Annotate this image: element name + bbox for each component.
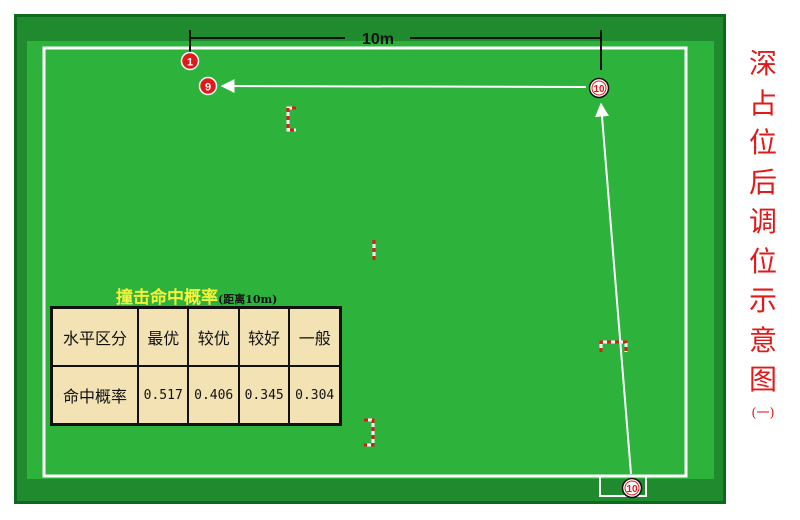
value-cell: 0.406 [187,365,240,426]
side-title-char: 占 [748,86,777,120]
probability-table: 水平区分 最优 较优 较好 一般 命中概率 0.517 0.406 0.345 … [50,306,342,426]
table-title-text: 撞击命中概率 [116,288,218,308]
table-title: 撞击命中概率(距离10m) [116,283,277,308]
hoop-marker-4 [364,418,375,447]
table-header-row: 水平区分 最优 较优 较好 一般 [50,306,342,367]
side-title-char: 后 [748,165,777,199]
svg-text:10: 10 [626,484,638,495]
side-title-char: 示 [748,284,777,317]
player-10-bottom: 10 [621,477,643,499]
sideline-boundary [42,46,688,478]
value-cell: 0.517 [136,365,190,426]
row-label-cell: 命中概率 [50,365,139,426]
hoop-marker-3 [599,340,628,352]
pass-arrow [220,79,587,94]
header-cell: 一般 [288,306,342,367]
goal-box [599,475,647,497]
svg-text:10: 10 [593,84,605,95]
distance-label: 10m [362,31,394,48]
side-title-suffix: (一) [751,405,775,421]
value-cell: 0.304 [288,365,342,426]
header-cell: 较好 [237,306,291,367]
svg-text:1: 1 [187,57,193,69]
run-arrow [595,102,632,475]
side-title-char: 位 [748,244,777,278]
header-cell: 较优 [187,306,240,367]
header-cell: 水平区分 [50,306,139,367]
side-title-char: 调 [748,205,777,238]
svg-text:9: 9 [205,82,211,94]
side-title-char: 深 [748,47,777,80]
side-title-char: 意 [748,323,777,357]
side-title-char: 图 [748,363,777,396]
player-9: 9 [198,76,218,96]
header-cell: 最优 [136,306,190,367]
table-title-note: (距离10m) [218,293,278,306]
value-cell: 0.345 [237,365,291,426]
table-row: 命中概率 0.517 0.406 0.345 0.304 [50,365,342,426]
side-title-char: 位 [748,126,777,159]
distance-marker: 10m [189,30,602,70]
hoop-marker-1 [286,106,296,132]
player-1: 1 [180,51,200,71]
side-title: 深 占 位 后 调 位 示 意 图 (一) [740,44,786,421]
player-10-top: 10 [588,77,610,99]
